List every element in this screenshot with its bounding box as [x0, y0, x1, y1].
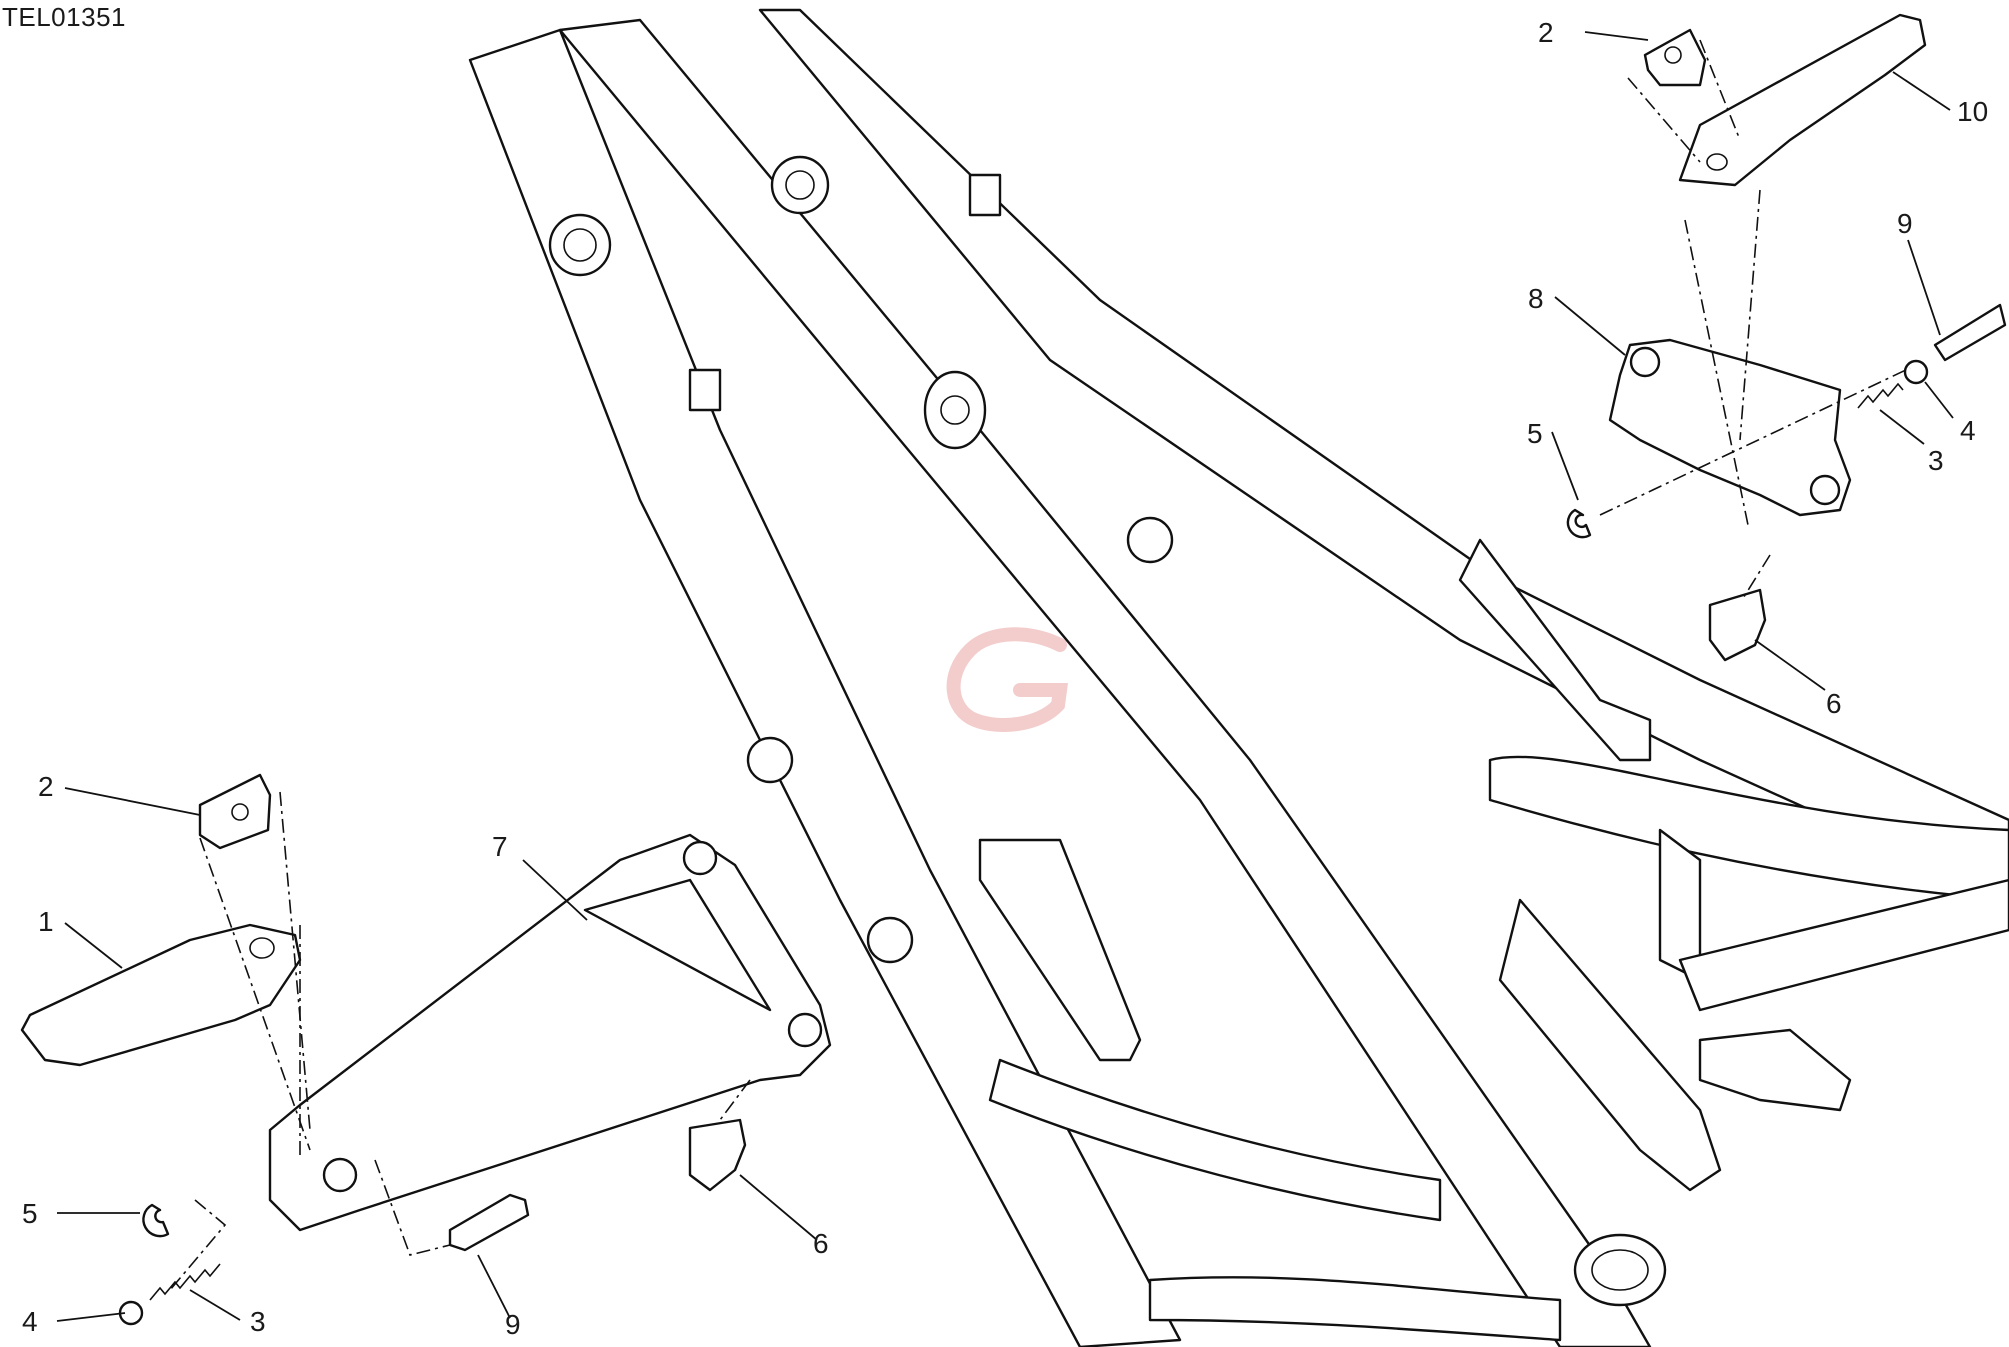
right-footpeg-assembly: [1566, 13, 2007, 662]
frame-mid-tab: [978, 838, 1142, 1062]
callout-4-left: 4: [22, 1306, 38, 1337]
frame-stud-2: [968, 173, 1002, 217]
callout-2-left: 2: [38, 771, 54, 802]
left-footpeg-assembly: [20, 773, 832, 1326]
frame-cup-1: [746, 736, 794, 784]
motorcycle-frame: [468, 8, 2009, 1347]
callout-9-left: 9: [505, 1309, 521, 1340]
bolt-right: [1708, 588, 1767, 662]
frame-mount-bottom: [1573, 1233, 1667, 1307]
bolt-left: [688, 1118, 747, 1192]
ball-right: [1903, 359, 1929, 385]
callout-6-left: 6: [813, 1228, 829, 1259]
callout-8: 8: [1528, 283, 1544, 314]
clip-right: [1566, 508, 1592, 539]
footpeg-left: [20, 923, 302, 1067]
callout-1: 1: [38, 906, 54, 937]
pad-left: [198, 773, 272, 850]
frame-lower-tube: [1488, 755, 2009, 902]
frame-cross-tube-2: [1678, 878, 2009, 1012]
spring-right: [1857, 382, 1904, 409]
drawing-code: TEL01351: [2, 2, 126, 32]
frame-plate: [1498, 898, 1722, 1192]
callout-10: 10: [1957, 96, 1988, 127]
frame-boss-1: [770, 155, 830, 215]
callout-4-right: 4: [1960, 415, 1976, 446]
callout-5-right: 5: [1527, 418, 1543, 449]
frame-front-tube: [468, 28, 1182, 1347]
frame-stud-1: [688, 368, 722, 412]
pad-right: [1643, 28, 1707, 87]
callout-7: 7: [492, 831, 508, 862]
frame-side-tab: [1458, 538, 1652, 762]
frame-right-bracket: [1698, 1028, 1852, 1112]
clip-left: [142, 1203, 170, 1238]
callout-3-right: 3: [1928, 445, 1944, 476]
frame-cup-3: [1126, 516, 1174, 564]
pin-left: [448, 1193, 530, 1252]
frame-boss-2: [548, 213, 612, 277]
frame-bottom-tube: [988, 1058, 1442, 1222]
leader-lines: [56, 31, 1954, 1322]
callout-2-right: 2: [1538, 17, 1554, 48]
spring-left: [149, 1263, 221, 1301]
footpeg-right: [1678, 13, 1927, 187]
bracket-right: [1608, 338, 1852, 517]
frame-tab-1: [923, 370, 987, 450]
callout-3-left: 3: [250, 1306, 266, 1337]
callout-5-left: 5: [22, 1198, 38, 1229]
frame-bottom-tube-2: [1148, 1276, 1562, 1342]
callout-9-right: 9: [1897, 208, 1913, 239]
frame-cup-2: [866, 916, 914, 964]
callout-6-right: 6: [1826, 688, 1842, 719]
bracket-left-cutout: [583, 878, 772, 1012]
callout-labels: 1 2 7 5 4 3 9 6 2 10 9 8 5 4 3 6: [22, 17, 1988, 1340]
watermark-logo: [946, 627, 1068, 732]
pin-right: [1933, 303, 2007, 362]
